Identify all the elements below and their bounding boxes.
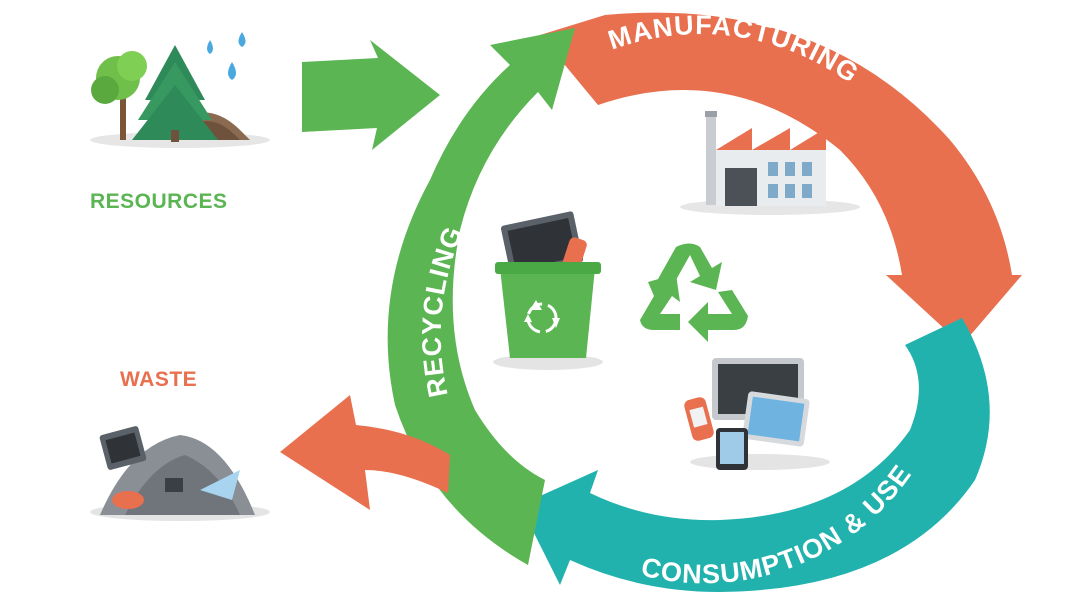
recycling-arrow (387, 28, 575, 565)
factory-icon (680, 111, 860, 215)
resources-input-arrow (302, 40, 440, 150)
waste-pile-icon (90, 426, 270, 521)
consumption-arrow (520, 318, 990, 592)
waste-output-arrow (280, 395, 450, 510)
trees-and-water-icon (90, 32, 270, 148)
waste-label: WASTE (120, 368, 198, 391)
recycle-bin-icon (493, 211, 603, 370)
resources-label: RESOURCES (90, 190, 228, 213)
devices-icon (684, 358, 830, 470)
manufacturing-arrow (540, 12, 1022, 346)
recycle-symbol-icon (640, 243, 748, 342)
